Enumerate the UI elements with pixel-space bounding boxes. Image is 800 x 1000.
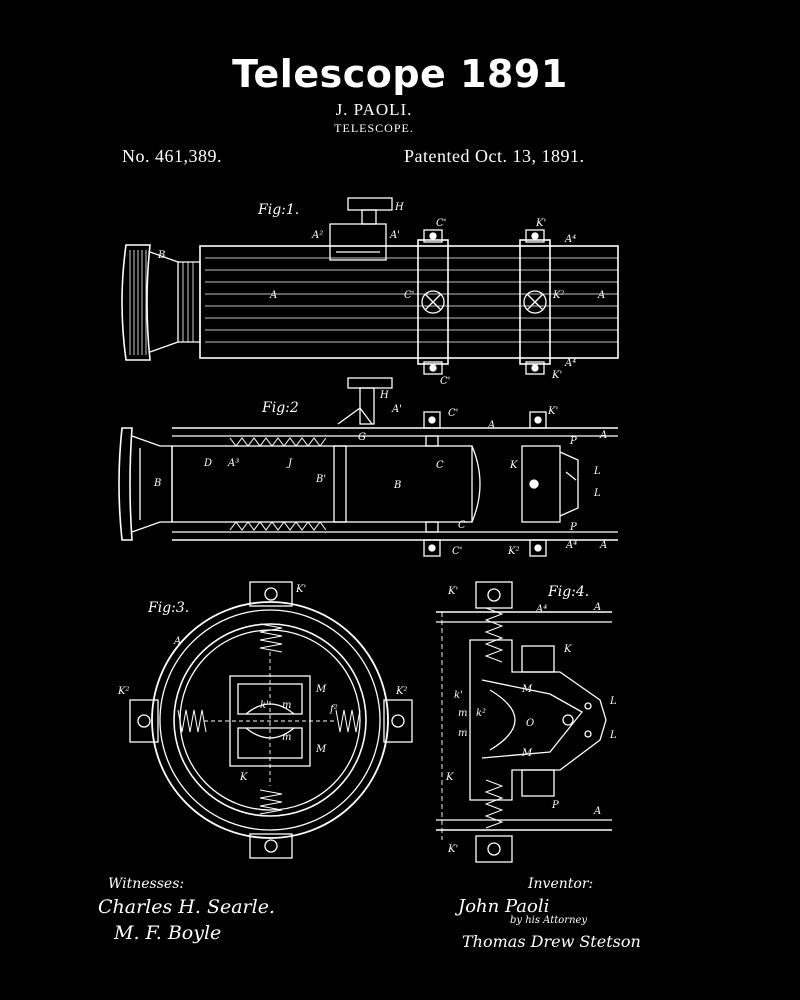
svg-text:K: K: [563, 644, 572, 655]
svg-text:K': K': [535, 218, 546, 229]
svg-text:K²: K²: [395, 686, 407, 697]
svg-text:m: m: [458, 708, 467, 719]
svg-text:P: P: [569, 436, 577, 447]
poster-title: Telescope 1891: [232, 52, 568, 96]
svg-text:K²: K²: [117, 686, 129, 697]
svg-text:k': k': [260, 700, 269, 711]
figure-3-cross-section: Fig:3. A K' K² K² M M k' m m f² K: [117, 581, 413, 859]
inventor-signature: John Paoli: [458, 896, 550, 917]
svg-text:D: D: [203, 458, 212, 469]
svg-text:B: B: [393, 480, 401, 491]
svg-text:P: P: [551, 800, 559, 811]
svg-text:A: A: [593, 602, 601, 613]
svg-text:H: H: [379, 390, 389, 401]
svg-text:A: A: [599, 430, 607, 441]
svg-text:B: B: [153, 478, 161, 489]
patent-date: Patented Oct. 13, 1891.: [404, 146, 585, 166]
svg-text:A⁴: A⁴: [565, 540, 577, 551]
svg-text:A': A': [389, 230, 400, 241]
svg-text:C': C': [452, 546, 462, 557]
svg-text:C': C': [448, 408, 458, 419]
svg-text:B': B': [315, 474, 326, 485]
svg-text:K: K: [239, 772, 248, 783]
svg-text:J: J: [286, 458, 293, 469]
fig1-label: Fig:1.: [257, 202, 299, 218]
inventor-heading: Inventor:: [528, 876, 594, 892]
witness-signature-1: Charles H. Searle.: [98, 896, 275, 918]
svg-text:C': C': [436, 218, 446, 229]
svg-text:K: K: [445, 772, 454, 783]
svg-text:G: G: [358, 432, 366, 443]
svg-text:K²: K²: [507, 546, 519, 557]
svg-text:A: A: [599, 540, 607, 551]
svg-text:M: M: [315, 744, 327, 755]
fig3-label: Fig:3.: [147, 600, 189, 616]
svg-text:A: A: [593, 806, 601, 817]
svg-text:A⁴: A⁴: [564, 234, 576, 245]
svg-text:f²: f²: [329, 704, 338, 715]
svg-text:C': C': [404, 290, 414, 301]
svg-text:k': k': [454, 690, 463, 701]
svg-text:A: A: [487, 420, 495, 431]
svg-text:A⁴: A⁴: [564, 358, 576, 369]
fig4-label: Fig:4.: [547, 584, 589, 600]
svg-text:K: K: [509, 460, 518, 471]
svg-text:A: A: [597, 290, 605, 301]
patent-number: No. 461,389.: [122, 146, 222, 166]
witness-signature-2: M. F. Boyle: [114, 922, 222, 944]
svg-text:O: O: [526, 718, 534, 729]
patent-subject: TELESCOPE.: [334, 121, 414, 135]
svg-text:C: C: [458, 520, 466, 531]
figure-2-telescope-section: Fig:2 B D A³ J: [118, 377, 618, 557]
svg-text:A³: A³: [227, 458, 239, 469]
svg-text:A': A': [391, 404, 402, 415]
svg-text:K': K': [295, 584, 306, 595]
fig2-label: Fig:2: [261, 400, 299, 416]
svg-text:K²: K²: [552, 290, 564, 301]
svg-text:C: C: [436, 460, 444, 471]
figure-1-telescope-exterior: Fig:1.: [121, 197, 619, 387]
svg-text:k²: k²: [476, 708, 486, 719]
svg-text:K': K': [551, 370, 562, 381]
svg-text:B: B: [157, 250, 165, 261]
svg-text:H: H: [394, 202, 404, 213]
svg-text:m: m: [282, 700, 291, 711]
svg-text:m: m: [282, 732, 291, 743]
figure-4-reticle-section: Fig:4. K' A⁴ A K k' k² m m M M O L L K: [436, 581, 617, 863]
attorney-signature: Thomas Drew Stetson: [462, 932, 641, 951]
svg-text:A: A: [269, 290, 277, 301]
attorney-line: by his Attorney: [510, 915, 588, 926]
svg-text:A⁴: A⁴: [535, 604, 547, 615]
svg-text:K': K': [447, 844, 458, 855]
svg-text:A: A: [173, 636, 181, 647]
svg-text:L: L: [593, 466, 601, 477]
svg-text:P: P: [569, 522, 577, 533]
svg-text:M: M: [315, 684, 327, 695]
svg-text:A²: A²: [311, 230, 323, 241]
svg-text:L: L: [609, 730, 617, 741]
svg-text:M: M: [521, 684, 533, 695]
svg-text:C': C': [440, 376, 450, 387]
svg-text:m: m: [458, 728, 467, 739]
svg-text:K': K': [547, 406, 558, 417]
witnesses-heading: Witnesses:: [108, 876, 185, 892]
svg-text:K': K': [447, 586, 458, 597]
svg-text:M: M: [521, 748, 533, 759]
inventor-name: J. PAOLI.: [335, 100, 413, 119]
svg-text:L: L: [609, 696, 617, 707]
svg-text:L: L: [593, 488, 601, 499]
